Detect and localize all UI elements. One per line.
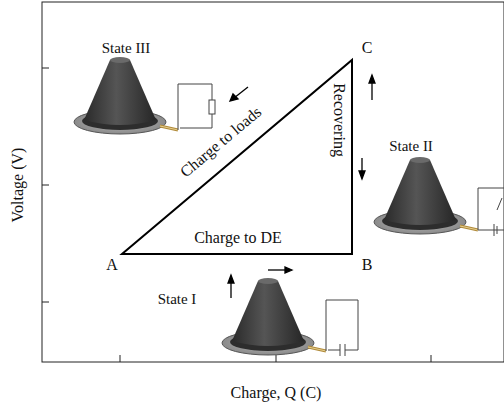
state-label: State I [158,292,197,307]
state-label: State III [102,41,151,56]
state-label: State II [389,139,433,154]
axis-title: Voltage (V) [10,148,26,223]
axis-title: Charge, Q (C) [231,385,322,401]
vertex-label: A [106,257,118,273]
segment-label: Recovering [331,81,347,159]
vertex-label: B [362,257,373,273]
segment-label: Charge to DE [192,230,284,246]
vertex-label: C [362,40,373,56]
